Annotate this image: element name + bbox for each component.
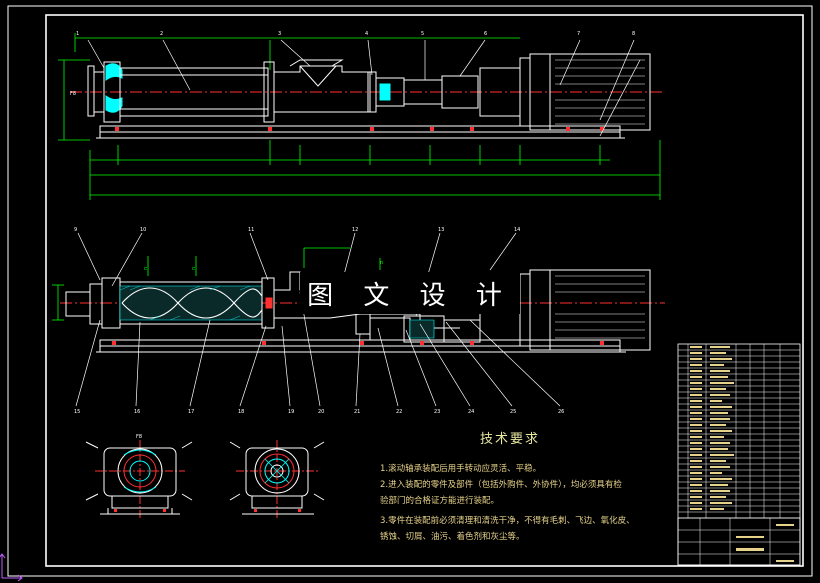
top-flange-dimension-label: F8 (70, 91, 76, 97)
svg-text:25: 25 (510, 409, 516, 415)
svg-text:5: 5 (421, 31, 424, 37)
requirement-line-1: 1.滚动轴承装配后用手转动应灵活、平稳。 (380, 464, 542, 474)
svg-text:n: n (380, 260, 383, 266)
svg-text:7: 7 (577, 31, 580, 37)
svg-text:n: n (143, 267, 149, 270)
top-dimension-lines (58, 33, 661, 200)
technical-requirements-title: 技术要求 (480, 432, 541, 447)
svg-text:12: 12 (352, 227, 358, 233)
top-elevation-view: 1 2 3 4 5 6 7 8 (58, 31, 665, 200)
svg-text:1: 1 (76, 31, 79, 37)
end-view-right (229, 440, 325, 520)
requirement-line-4: 3.零件在装配前必须清理和清洗干净，不得有毛刺、飞边、氧化皮、 (380, 516, 635, 526)
svg-text:26: 26 (558, 409, 564, 415)
parts-list-table (677, 343, 801, 566)
svg-text:13: 13 (438, 227, 444, 233)
svg-text:19: 19 (288, 409, 294, 415)
end-view-flange-label: F8 (136, 434, 142, 440)
svg-text:23: 23 (434, 409, 440, 415)
title-block (677, 517, 801, 566)
svg-text:9: 9 (74, 227, 77, 233)
outer-frame (7, 5, 813, 577)
svg-text:24: 24 (468, 409, 474, 415)
requirement-line-3: 验部门的合格证方能进行装配。 (380, 496, 500, 506)
svg-text:10: 10 (140, 227, 146, 233)
svg-text:17: 17 (188, 409, 194, 415)
requirement-line-5: 锈蚀、切屑、油污、着色剂和灰尘等。 (380, 532, 525, 542)
svg-text:11: 11 (248, 227, 254, 233)
requirement-line-2: 2.进入装配的零件及部件（包括外购件、外协件），均必须具有检 (380, 480, 622, 490)
svg-text:20: 20 (318, 409, 324, 415)
svg-text:18: 18 (238, 409, 244, 415)
svg-text:14: 14 (514, 227, 520, 233)
svg-text:22: 22 (396, 409, 402, 415)
svg-text:4: 4 (365, 31, 368, 37)
svg-text:8: 8 (632, 31, 635, 37)
svg-text:16: 16 (134, 409, 140, 415)
end-view-left (85, 440, 193, 520)
svg-text:n: n (191, 267, 197, 270)
svg-text:6: 6 (484, 31, 487, 37)
svg-text:3: 3 (278, 31, 281, 37)
inner-frame (45, 14, 804, 567)
svg-text:21: 21 (354, 409, 360, 415)
svg-text:2: 2 (160, 31, 163, 37)
ucs-axis-icon (0, 553, 23, 582)
svg-text:15: 15 (74, 409, 80, 415)
watermark-label: 图 文 设 计 (300, 272, 520, 314)
